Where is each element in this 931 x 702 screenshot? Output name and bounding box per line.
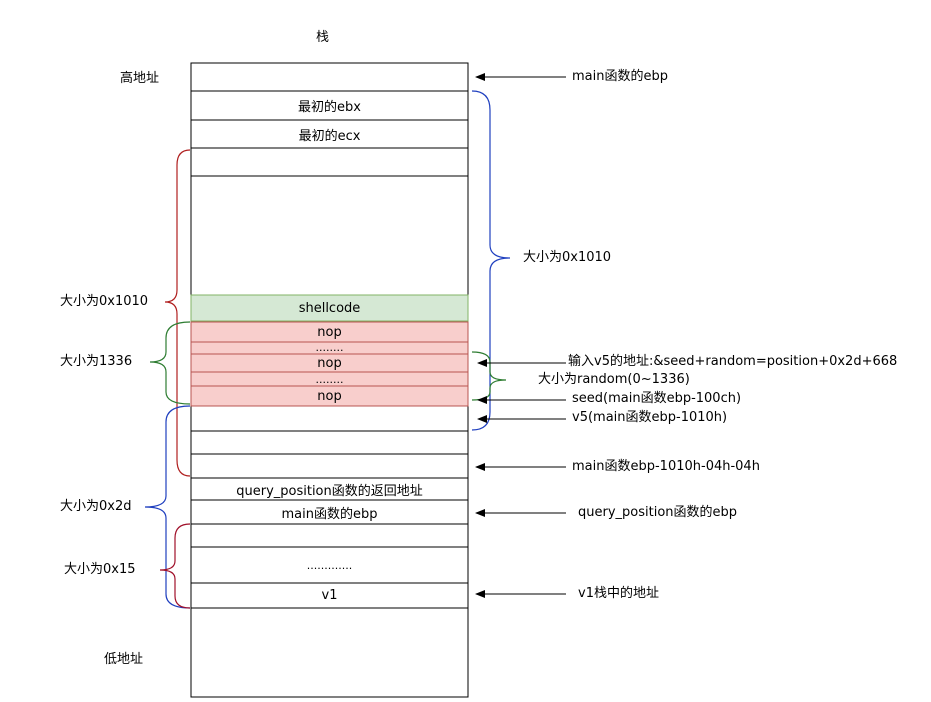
pointer-arrows bbox=[475, 73, 566, 598]
nop-sled bbox=[190, 321, 469, 407]
label-size-random: 大小为random(0~1336) bbox=[538, 372, 690, 387]
label-left-size-0x2d: 大小为0x2d bbox=[60, 499, 132, 514]
diagram-title: 栈 bbox=[316, 30, 330, 45]
cell-initial-ebx: 最初的ebx bbox=[298, 100, 361, 115]
label-input-v5: 输入v5的地址:&seed+random=position+0x2d+668 bbox=[568, 354, 898, 369]
left-brace-1336 bbox=[149, 321, 191, 405]
label-main-ebp: main函数的ebp bbox=[572, 69, 668, 84]
cell-v1: v1 bbox=[321, 588, 338, 603]
cell-shellcode: shellcode bbox=[298, 300, 361, 316]
cell-nop-3: nop bbox=[317, 388, 342, 404]
label-seed: seed(main函数ebp-100ch) bbox=[572, 391, 742, 406]
cell-nop-1: nop bbox=[317, 324, 342, 340]
high-address-label: 高地址 bbox=[120, 71, 160, 86]
cell-dots-3: ............. bbox=[306, 558, 353, 572]
cell-initial-ecx: 最初的ecx bbox=[298, 128, 361, 144]
cell-main-ebp: main函数的ebp bbox=[281, 506, 378, 522]
right-brace-0x1010 bbox=[471, 90, 511, 431]
label-v1-addr: v1栈中的地址 bbox=[578, 586, 659, 601]
right-brace-random bbox=[471, 351, 507, 401]
label-main-ebp-minus: main函数ebp-1010h-04h-04h bbox=[572, 459, 760, 474]
label-qp-ebp: query_position函数的ebp bbox=[578, 505, 738, 520]
left-brace-0x1010 bbox=[164, 149, 191, 477]
low-address-label: 低地址 bbox=[104, 652, 144, 667]
shellcode-box bbox=[190, 294, 469, 322]
cell-return-address: query_position函数的返回地址 bbox=[236, 483, 423, 499]
left-brace-0x15 bbox=[159, 523, 191, 609]
cell-dots-2: ........ bbox=[315, 372, 344, 386]
label-v5: v5(main函数ebp-1010h) bbox=[572, 410, 728, 425]
label-left-size-1336: 大小为1336 bbox=[60, 354, 133, 369]
label-left-size-0x15: 大小为0x15 bbox=[64, 562, 136, 577]
cell-dots-1: ........ bbox=[315, 341, 344, 354]
label-right-size-0x1010: 大小为0x1010 bbox=[523, 250, 612, 265]
cell-nop-2: nop bbox=[317, 355, 342, 371]
label-left-size-0x1010: 大小为0x1010 bbox=[60, 294, 149, 309]
left-brace-0x2d bbox=[144, 405, 191, 609]
